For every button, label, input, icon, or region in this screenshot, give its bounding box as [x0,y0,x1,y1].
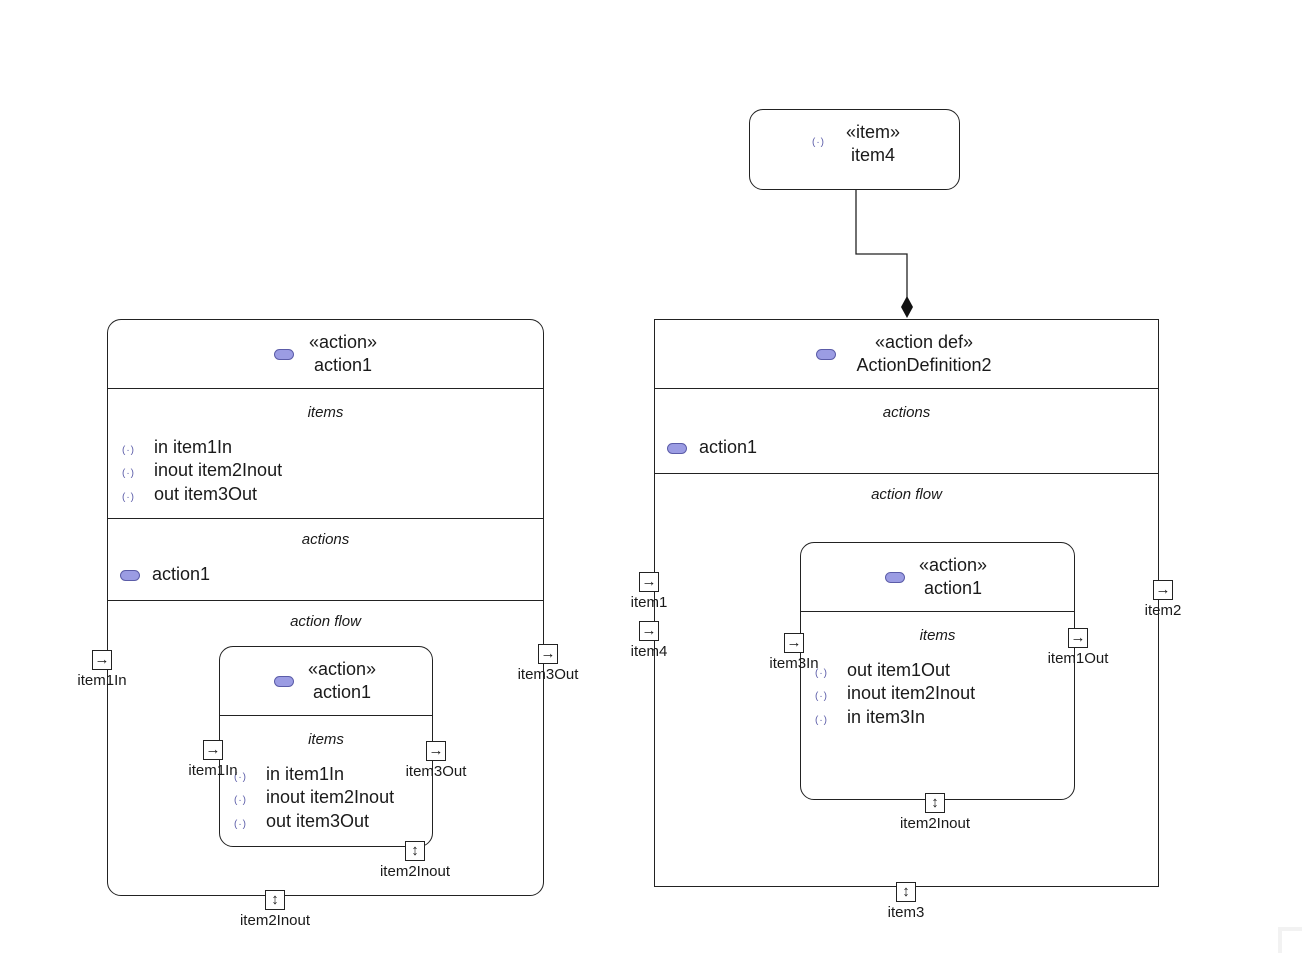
action-icon [274,676,294,687]
item-row[interactable]: (·)out item3Out [122,483,257,509]
action-def-name: ActionDefinition2 [856,355,992,375]
action-icon [885,572,905,583]
items-section-title: items [307,404,344,421]
item-out-icon: (·) [122,492,135,503]
inner-action-stereotype: «action» [307,659,377,679]
port-in-icon[interactable]: → [92,650,112,670]
inner-header-divider [220,715,432,716]
port-label: item1In [77,672,127,689]
item-inout-icon: (·) [815,691,828,702]
item-row[interactable]: (·)in item3In [815,706,925,732]
port-out-icon[interactable]: → [538,644,558,664]
item-row[interactable]: (·)in item1In [234,763,344,789]
item-row[interactable]: (·)out item1Out [815,659,950,685]
action-row[interactable]: action1 [152,564,211,584]
action-flow-title: action flow [290,613,361,630]
port-label: item3Out [517,666,579,683]
item-in-icon: (·) [815,715,828,726]
corner-mark [1278,927,1302,953]
port-label: item3Out [405,763,467,780]
inner-items-title: items [919,627,956,644]
port-inout-icon[interactable]: ↕ [265,890,285,910]
item-in-icon: (·) [122,445,135,456]
port-label: item2Inout [899,815,971,832]
item-in-icon: (·) [234,772,247,783]
port-inout-icon[interactable]: ↕ [925,793,945,813]
port-out-icon[interactable]: → [1068,628,1088,648]
port-label: item1 [630,594,668,611]
action-def-stereotype: «action def» [874,332,974,352]
item4-stereotype: «item» [845,122,901,142]
port-label: item2Inout [239,912,311,929]
header-divider [108,388,543,389]
port-out-icon[interactable]: → [1153,580,1173,600]
item-row[interactable]: (·)inout item2Inout [122,459,282,485]
port-in-icon[interactable]: → [639,572,659,592]
port-label: item3In [769,655,819,672]
composition-connector [855,190,908,300]
item-row[interactable]: (·)in item1In [122,436,232,462]
actions-divider [655,473,1158,474]
item-row[interactable]: (·)inout item2Inout [234,786,394,812]
item-icon: (·) [812,137,825,148]
action-icon [274,349,294,360]
item-inout-icon: (·) [122,468,135,479]
action-icon [816,349,836,360]
left-inner-action-node[interactable]: «action» action1 items (·)in item1In (·)… [219,646,433,847]
items-divider [108,518,543,519]
composition-diamond [901,296,913,318]
item-out-icon: (·) [234,819,247,830]
port-label: item2 [1144,602,1182,619]
port-label: item1Out [1047,650,1109,667]
port-inout-icon[interactable]: ↕ [405,841,425,861]
header-divider [655,388,1158,389]
left-action-node[interactable]: «action» action1 items (·)in item1In (·)… [107,319,544,896]
item4-node[interactable]: (·) «item» item4 [749,109,960,190]
action-icon [667,443,687,454]
port-out-icon[interactable]: → [426,741,446,761]
item4-name: item4 [850,145,895,165]
action-row[interactable]: action1 [699,437,758,457]
item-row[interactable]: (·)inout item2Inout [815,682,975,708]
port-label: item2Inout [379,863,451,880]
port-in-icon[interactable]: → [639,621,659,641]
inner-items-title: items [308,731,344,748]
action-definition-node[interactable]: «action def» ActionDefinition2 actions a… [654,319,1159,887]
left-action-name: action1 [313,355,373,375]
port-label: item4 [630,643,668,660]
item-inout-icon: (·) [234,795,247,806]
port-inout-icon[interactable]: ↕ [896,882,916,902]
port-label: item3 [887,904,925,921]
left-action-stereotype: «action» [308,332,378,352]
action-icon [120,570,140,581]
right-inner-action-node[interactable]: «action» action1 items (·)out item1Out (… [800,542,1075,800]
port-in-icon[interactable]: → [203,740,223,760]
action-flow-title: action flow [871,486,942,503]
inner-action-name: action1 [923,578,983,598]
actions-section-title: actions [301,531,350,548]
item-out-icon: (·) [815,668,828,679]
item-row[interactable]: (·)out item3Out [234,810,369,836]
inner-header-divider [801,611,1074,612]
port-label: item1In [188,762,238,779]
inner-action-name: action1 [312,682,372,702]
actions-section-title: actions [882,404,931,421]
actions-divider [108,600,543,601]
port-in-icon[interactable]: → [784,633,804,653]
inner-action-stereotype: «action» [918,555,988,575]
